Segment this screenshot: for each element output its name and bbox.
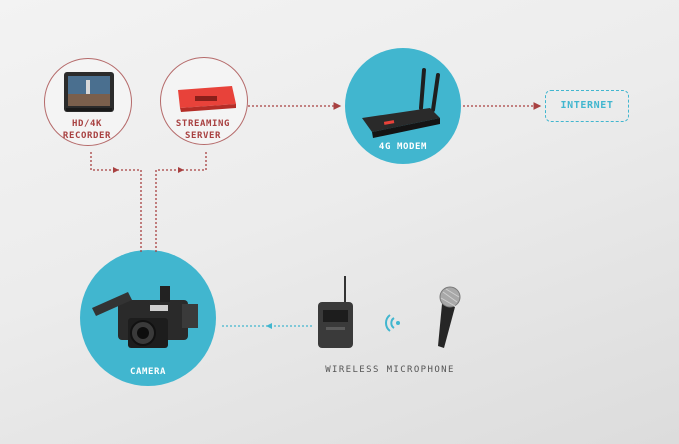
streaming-server-label-line1: STREAMING <box>175 119 231 129</box>
monitor-recorder-icon <box>64 72 114 112</box>
wifi-signal-icon <box>385 314 400 332</box>
wireless-mic-label: WIRELESS MICROPHONE <box>325 365 455 375</box>
internet-label: INTERNET <box>560 100 614 111</box>
connector-mic-camera-arrow <box>266 323 272 329</box>
connector-camera-server <box>155 152 207 252</box>
router-icon <box>362 68 440 138</box>
recorder-label: HD/4K RECORDER <box>44 118 130 142</box>
connector-camera-server-arrow <box>178 167 184 173</box>
streaming-server-label-line2: SERVER <box>184 131 222 141</box>
modem-label: 4G MODEM <box>378 142 428 152</box>
connector-camera-recorder <box>90 152 142 252</box>
streaming-server-label: STREAMING SERVER <box>160 118 246 142</box>
recorder-label-line2: RECORDER <box>62 131 112 141</box>
modem-node <box>345 48 461 164</box>
connector-camera-recorder-arrow <box>113 167 119 173</box>
handheld-microphone-icon <box>438 286 461 348</box>
camera-label: CAMERA <box>129 367 167 377</box>
streaming-box-icon <box>178 86 236 112</box>
bodypack-transmitter-icon <box>318 276 353 348</box>
internet-node <box>545 90 629 122</box>
camcorder-icon <box>92 286 198 348</box>
recorder-label-line1: HD/4K <box>71 119 103 129</box>
